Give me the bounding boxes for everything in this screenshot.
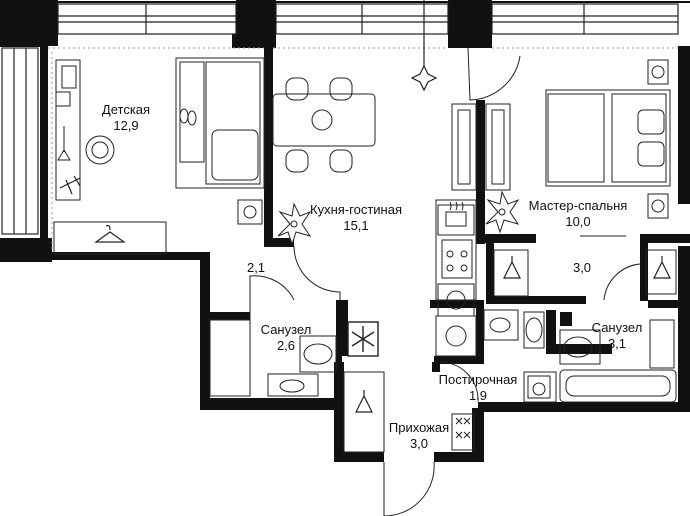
- hanger-icon: [355, 390, 373, 413]
- room-area: 2,1: [246, 260, 266, 275]
- x-marks: [455, 417, 471, 439]
- room-area: 2,6: [276, 338, 296, 353]
- washing-machine-icon: [527, 375, 551, 399]
- room-area: 15,1: [343, 218, 369, 233]
- room-area: 3,0: [572, 260, 592, 275]
- hanger-icon: [503, 256, 521, 279]
- room-label-kitchen: Кухня-гостиная 15,1: [310, 202, 402, 234]
- room-label-laundry: Постирочная 1,9: [439, 372, 518, 404]
- room-label-closet: 3,0: [573, 260, 591, 276]
- plant-icon: [277, 202, 312, 246]
- stove-icon: [445, 201, 467, 227]
- room-name: Кухня-гостиная: [310, 202, 402, 217]
- glazing-lines: [48, 47, 678, 252]
- compass-star-icon: [410, 0, 438, 92]
- room-area: 10,0: [565, 214, 591, 229]
- room-name: Прихожая: [388, 420, 450, 435]
- snowflake-icon: [347, 321, 379, 357]
- room-name: Детская: [101, 102, 151, 117]
- room-name: Постирочная: [438, 372, 518, 387]
- room-label-bath2: Санузел 3,1: [592, 320, 643, 352]
- room-label-master: Мастер-спальня 10,0: [529, 198, 628, 230]
- room-label-bath1: Санузел 2,6: [261, 322, 312, 354]
- plant-icon: [485, 190, 520, 234]
- room-area: 3,0: [409, 436, 429, 451]
- room-label-entry: Прихожая 3,0: [389, 420, 449, 452]
- room-label-detskaya: Детская 12,9: [102, 102, 150, 134]
- hanger-icon: [653, 256, 671, 279]
- hanger-icon: [94, 224, 126, 243]
- room-label-hall: 2,1: [247, 260, 265, 276]
- room-name: Санузел: [591, 320, 643, 335]
- room-area: 1,9: [468, 388, 488, 403]
- furniture: [53, 57, 677, 453]
- room-area: 3,1: [607, 336, 627, 351]
- airplane-toy-icon: [59, 175, 81, 195]
- walls: [0, 0, 690, 462]
- room-name: Санузел: [260, 322, 312, 337]
- room-area: 12,9: [113, 118, 139, 133]
- outer-outline: [0, 1, 690, 47]
- windows: [1, 3, 679, 235]
- room-name: Мастер-спальня: [528, 198, 628, 213]
